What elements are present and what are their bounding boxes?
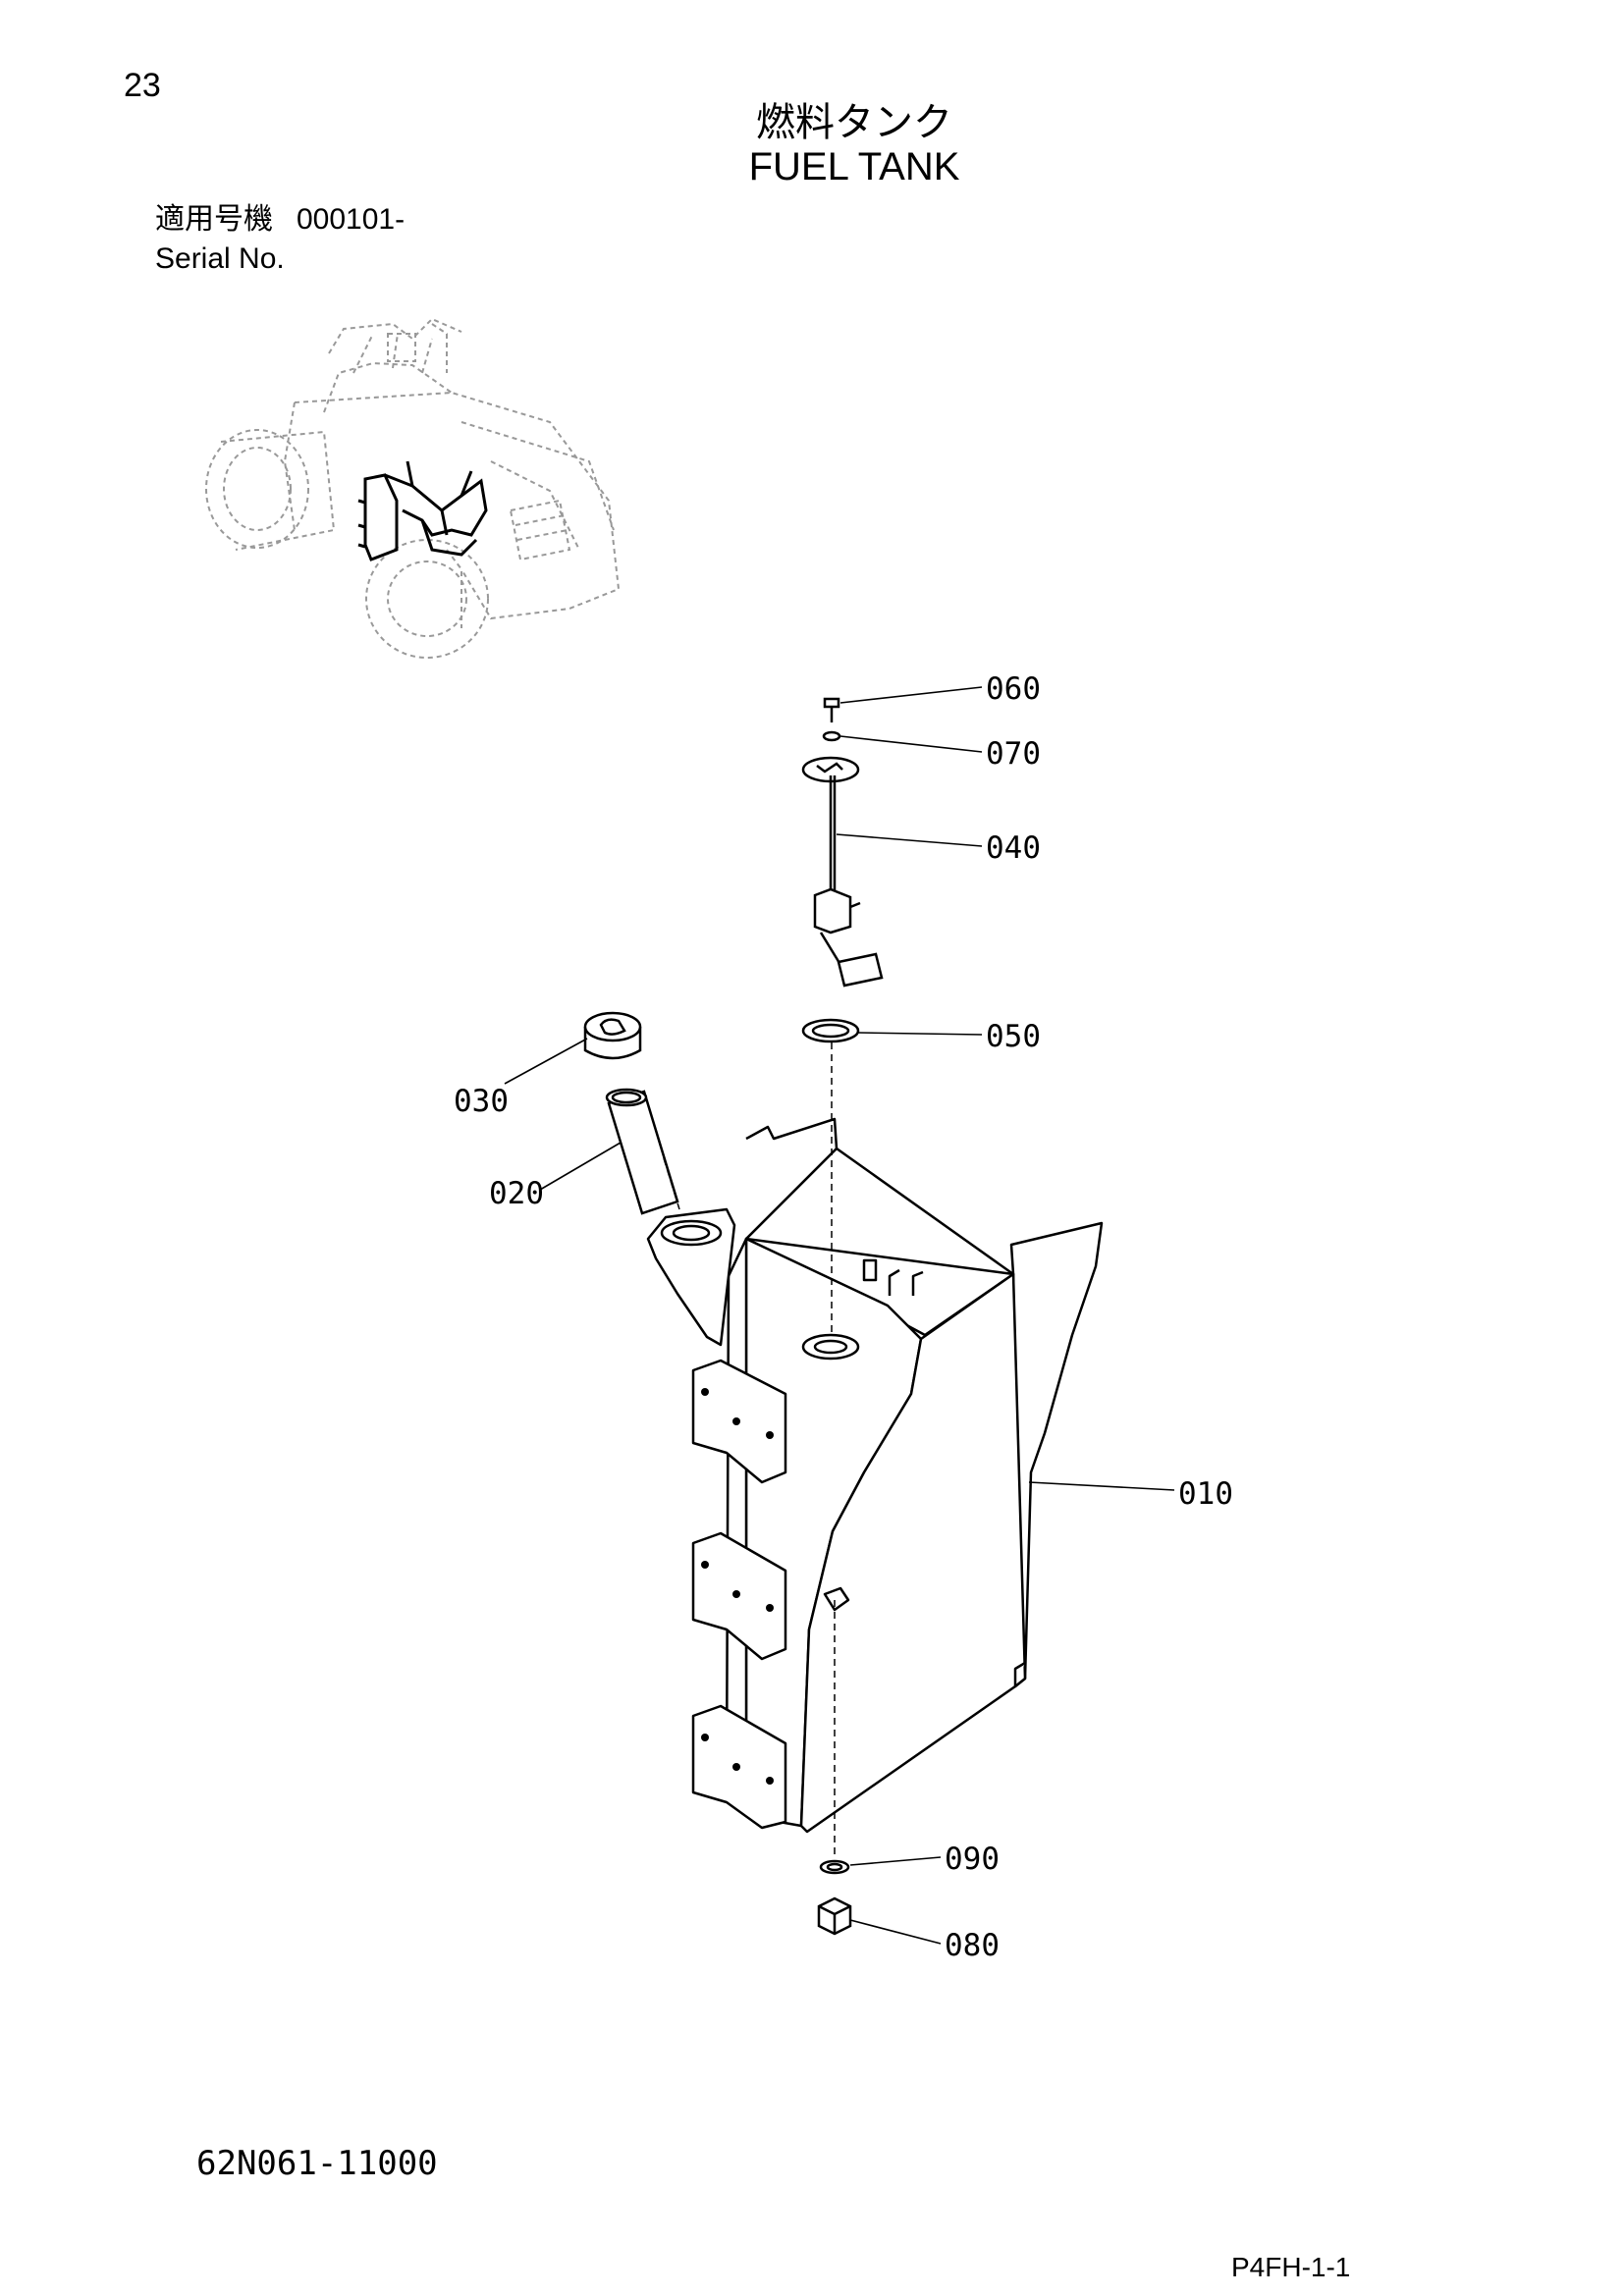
bracket-holes [701,1388,774,1785]
filler-cap [583,1011,642,1060]
part-number: 62N061-11000 [196,2144,438,2183]
page-number: 23 [124,67,161,104]
callout-030: 030 [454,1084,509,1119]
serial-block: 適用号機 000101- Serial No. [155,200,405,279]
sender-washer [822,730,841,742]
callout-040: 040 [986,830,1041,866]
drain-washer [819,1859,850,1875]
drain-plug [817,1896,852,1936]
fuel-tank-body [646,1117,1104,1834]
serial-label: Serial No. [155,242,285,275]
assembly-centerlines [663,1042,836,1859]
callout-050: 050 [986,1019,1041,1054]
sender-bolt [823,697,840,722]
leader-lines [504,686,1175,1945]
fuel-tank-location-highlight [357,460,488,561]
serial-value: 000101- [297,203,406,236]
callout-060: 060 [986,671,1041,707]
callout-010: 010 [1178,1476,1233,1512]
page-code: P4FH-1-1 [1231,2252,1351,2282]
page-title: FUEL TANK [748,145,960,188]
fuel-level-sender [801,756,884,988]
page-title-japanese: 燃料タンク [756,100,952,145]
callout-labels: 060 070 040 050 030 020 010 090 080 [454,671,1233,1963]
callout-070: 070 [986,736,1041,772]
callout-020: 020 [489,1176,544,1211]
callout-090: 090 [945,1842,1000,1877]
callout-080: 080 [945,1928,1000,1963]
serial-row: 適用号機 000101- [155,200,405,240]
machine-overview-illustration [205,317,621,659]
filler-pipe [605,1088,679,1215]
sender-gasket [801,1018,860,1043]
serial-label-japanese: 適用号機 [155,203,273,236]
